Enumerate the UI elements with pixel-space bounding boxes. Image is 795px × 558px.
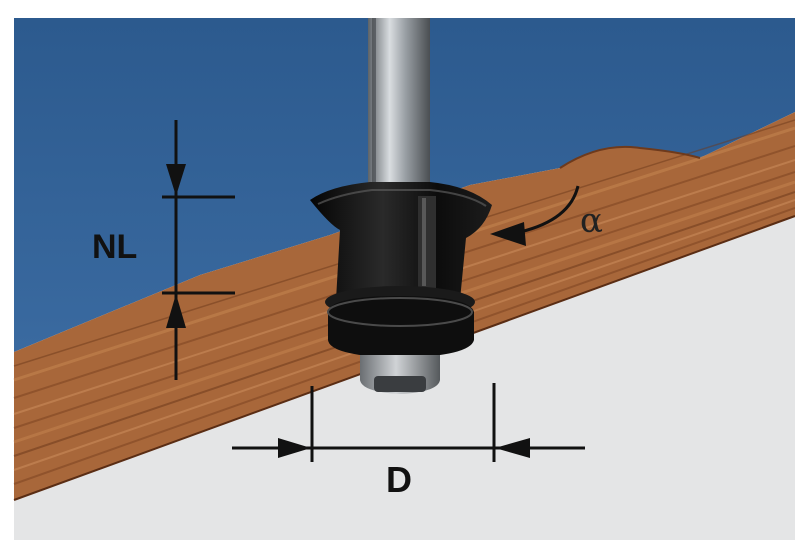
alpha-arrow	[490, 222, 526, 246]
router-bit	[310, 18, 492, 394]
d-arrow-left	[495, 438, 530, 458]
nl-dimension	[162, 120, 235, 380]
alpha-label: α	[580, 201, 603, 241]
d-arrow-right	[278, 438, 311, 458]
bit-bearing	[328, 296, 474, 358]
d-label: D	[386, 459, 412, 500]
bit-cutter-head	[310, 182, 492, 300]
bit-shank	[368, 18, 430, 198]
nl-arrow-up	[166, 294, 186, 328]
nl-arrow-down	[166, 164, 186, 196]
nl-label: NL	[92, 228, 137, 266]
alpha-arc	[519, 185, 580, 234]
